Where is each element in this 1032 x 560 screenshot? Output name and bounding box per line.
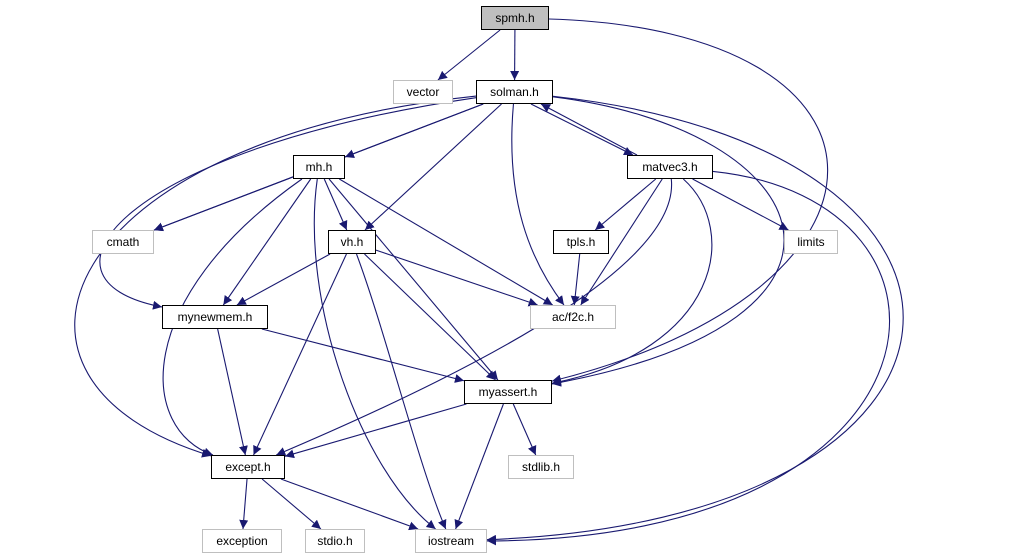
edge-vh-to-except — [253, 253, 347, 456]
node-solman-h[interactable]: solman.h — [476, 80, 553, 104]
node-vh-h[interactable]: vh.h — [328, 230, 376, 254]
edge-myassert-to-iostream — [454, 403, 504, 530]
edge-myassert-to-stdlib — [512, 403, 537, 456]
edge-mh-to-myassert — [328, 178, 499, 381]
edge-mh-to-iostream — [313, 178, 436, 530]
edge-vh-to-myassert — [364, 253, 496, 381]
edge-myassert-to-except — [284, 403, 467, 459]
edge-except-to-stdio — [261, 478, 322, 530]
edge-solman-to-matvec3 — [530, 103, 634, 156]
node-mh-h[interactable]: mh.h — [293, 155, 345, 179]
edge-vh-to-acf2c — [375, 249, 538, 307]
edge-matvec3-to-myassert — [551, 178, 713, 386]
edge-tpls-to-acf2c — [570, 253, 581, 306]
edge-matvec3-to-tpls — [594, 178, 657, 231]
edge-spmh-to-myassert — [548, 18, 829, 384]
edge-except-to-iostream — [280, 478, 419, 531]
node-stdlib-h: stdlib.h — [508, 455, 574, 479]
node-cmath: cmath — [92, 230, 154, 254]
edge-matvec3-to-solman — [540, 103, 638, 156]
edge-solman-to-except — [74, 95, 477, 458]
node-limits: limits — [784, 230, 838, 254]
edge-solman-to-mynewmem — [99, 97, 477, 310]
edge-mynewmem-to-except — [217, 328, 248, 456]
edge-vh-to-iostream — [355, 253, 447, 530]
edge-mh-to-acf2c — [339, 178, 553, 306]
edge-matvec3-to-iostream — [486, 170, 891, 546]
edge-spmh-to-vector — [437, 29, 501, 81]
edge-matvec3-to-acf2c — [580, 178, 663, 306]
edge-mh-to-except — [162, 178, 303, 457]
node-myassert-h[interactable]: myassert.h — [464, 380, 552, 404]
edge-solman-to-vh — [364, 103, 502, 231]
node-iostream: iostream — [415, 529, 487, 553]
node-mynewmem-h[interactable]: mynewmem.h — [162, 305, 268, 329]
edge-mh-to-cmath — [153, 176, 294, 232]
edge-vh-to-mynewmem — [236, 253, 331, 306]
node-stdio-h: stdio.h — [305, 529, 365, 553]
edge-solman-to-acf2c — [511, 103, 565, 306]
node-exception: exception — [202, 529, 282, 553]
node-tpls-h[interactable]: tpls.h — [553, 230, 609, 254]
node-vector: vector — [393, 80, 453, 104]
edge-mh-to-mynewmem — [222, 178, 312, 306]
edge-mh-to-vh — [323, 178, 348, 231]
node-matvec3-h[interactable]: matvec3.h — [627, 155, 713, 179]
node-ac-f2c-h: ac/f2c.h — [530, 305, 616, 329]
edge-solman-to-iostream — [486, 95, 904, 544]
edge-except-to-exception — [239, 478, 249, 530]
node-spmh-h[interactable]: spmh.h — [481, 6, 549, 30]
edge-mynewmem-to-myassert — [261, 328, 465, 383]
node-except-h[interactable]: except.h — [211, 455, 285, 479]
edge-matvec3-to-limits — [692, 178, 789, 231]
